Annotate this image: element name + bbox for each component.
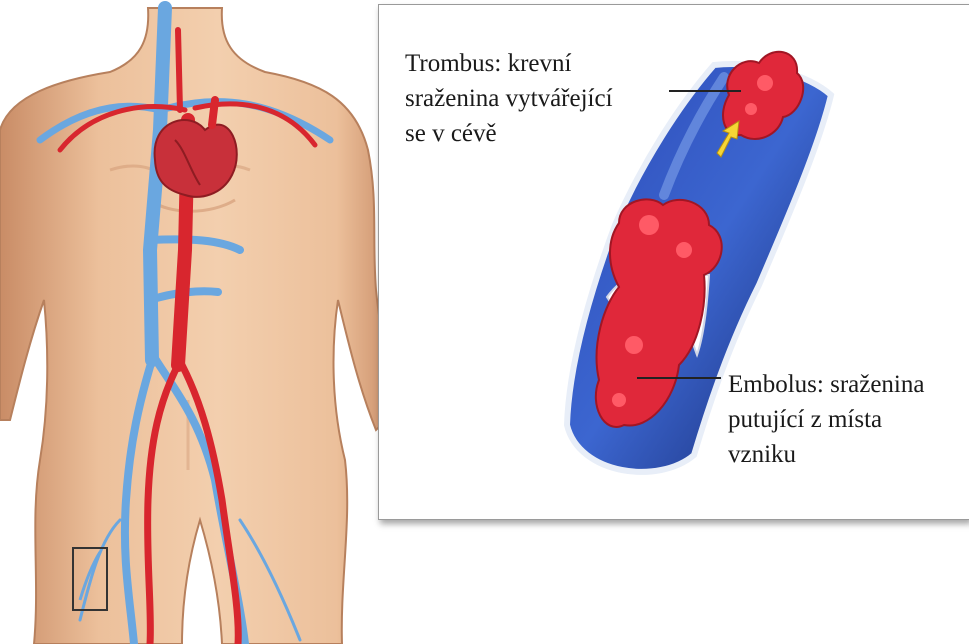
embolus-label: Embolus: sraženina putující z místa vzni…: [728, 367, 924, 472]
thrombus-label-line: se v cévě: [405, 116, 613, 151]
thrombus-label-line: sraženina vytvářející: [405, 81, 613, 116]
embolus-label-line: vzniku: [728, 437, 924, 472]
embolus-label-line: putující z místa: [728, 402, 924, 437]
thrombus-label: Trombus: krevní sraženina vytvářející se…: [405, 46, 613, 151]
embolus-label-line: Embolus: sraženina: [728, 367, 924, 402]
clot-inset-panel: Trombus: krevní sraženina vytvářející se…: [378, 4, 969, 520]
thrombus-label-line: Trombus: krevní: [405, 46, 613, 81]
